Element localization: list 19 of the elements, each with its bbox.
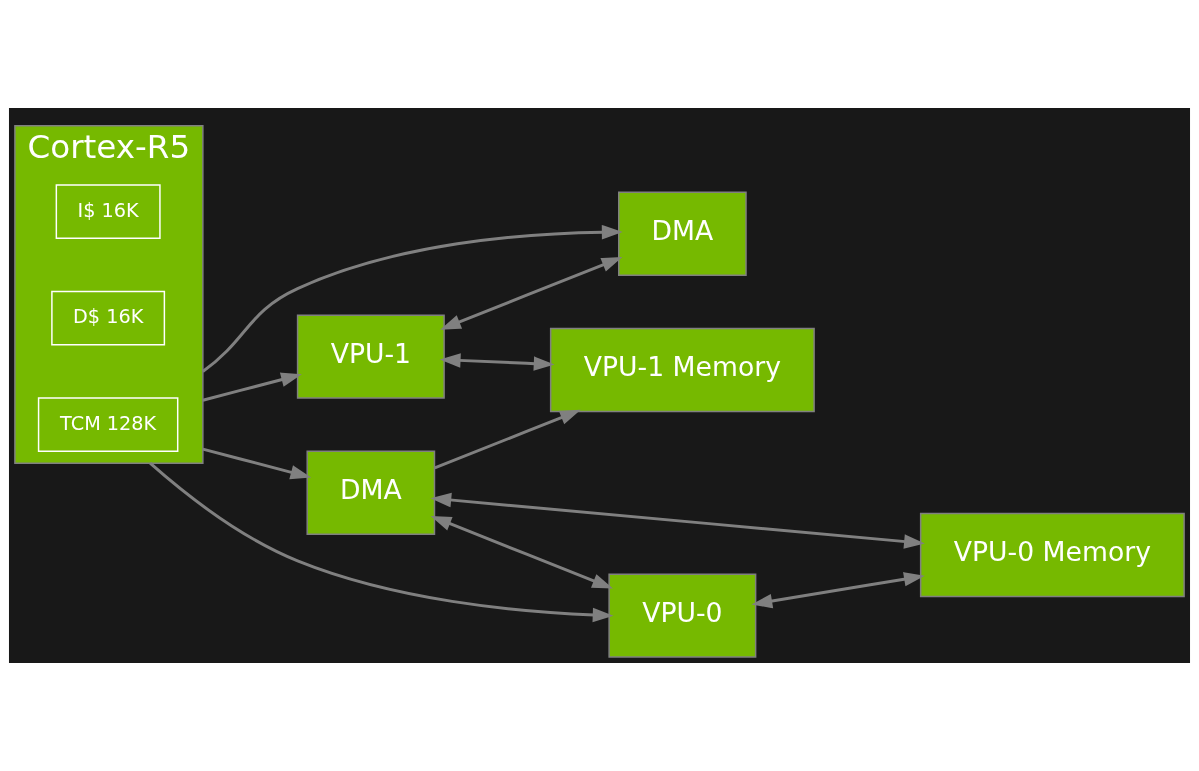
node-box: TCM 128K xyxy=(37,397,179,453)
arrow xyxy=(430,516,613,589)
node-box: VPU-0 xyxy=(608,573,757,658)
node-box: D$ 16K xyxy=(51,290,166,346)
arrow xyxy=(202,447,312,480)
node-box: DMA xyxy=(618,191,747,276)
arrow xyxy=(439,353,555,371)
arrow xyxy=(201,224,623,373)
arrow xyxy=(434,409,581,470)
node-box: VPU-0 Memory xyxy=(919,512,1185,598)
arrow xyxy=(440,257,623,330)
node-box: VPU-1 Memory xyxy=(549,327,815,413)
arrow xyxy=(149,462,614,623)
node-box: VPU-1 xyxy=(296,314,445,399)
node-box: I$ 16K xyxy=(55,184,161,239)
node-box: DMA xyxy=(306,450,436,535)
arrow xyxy=(751,572,925,609)
arrow xyxy=(202,372,302,402)
arrow xyxy=(430,492,925,549)
